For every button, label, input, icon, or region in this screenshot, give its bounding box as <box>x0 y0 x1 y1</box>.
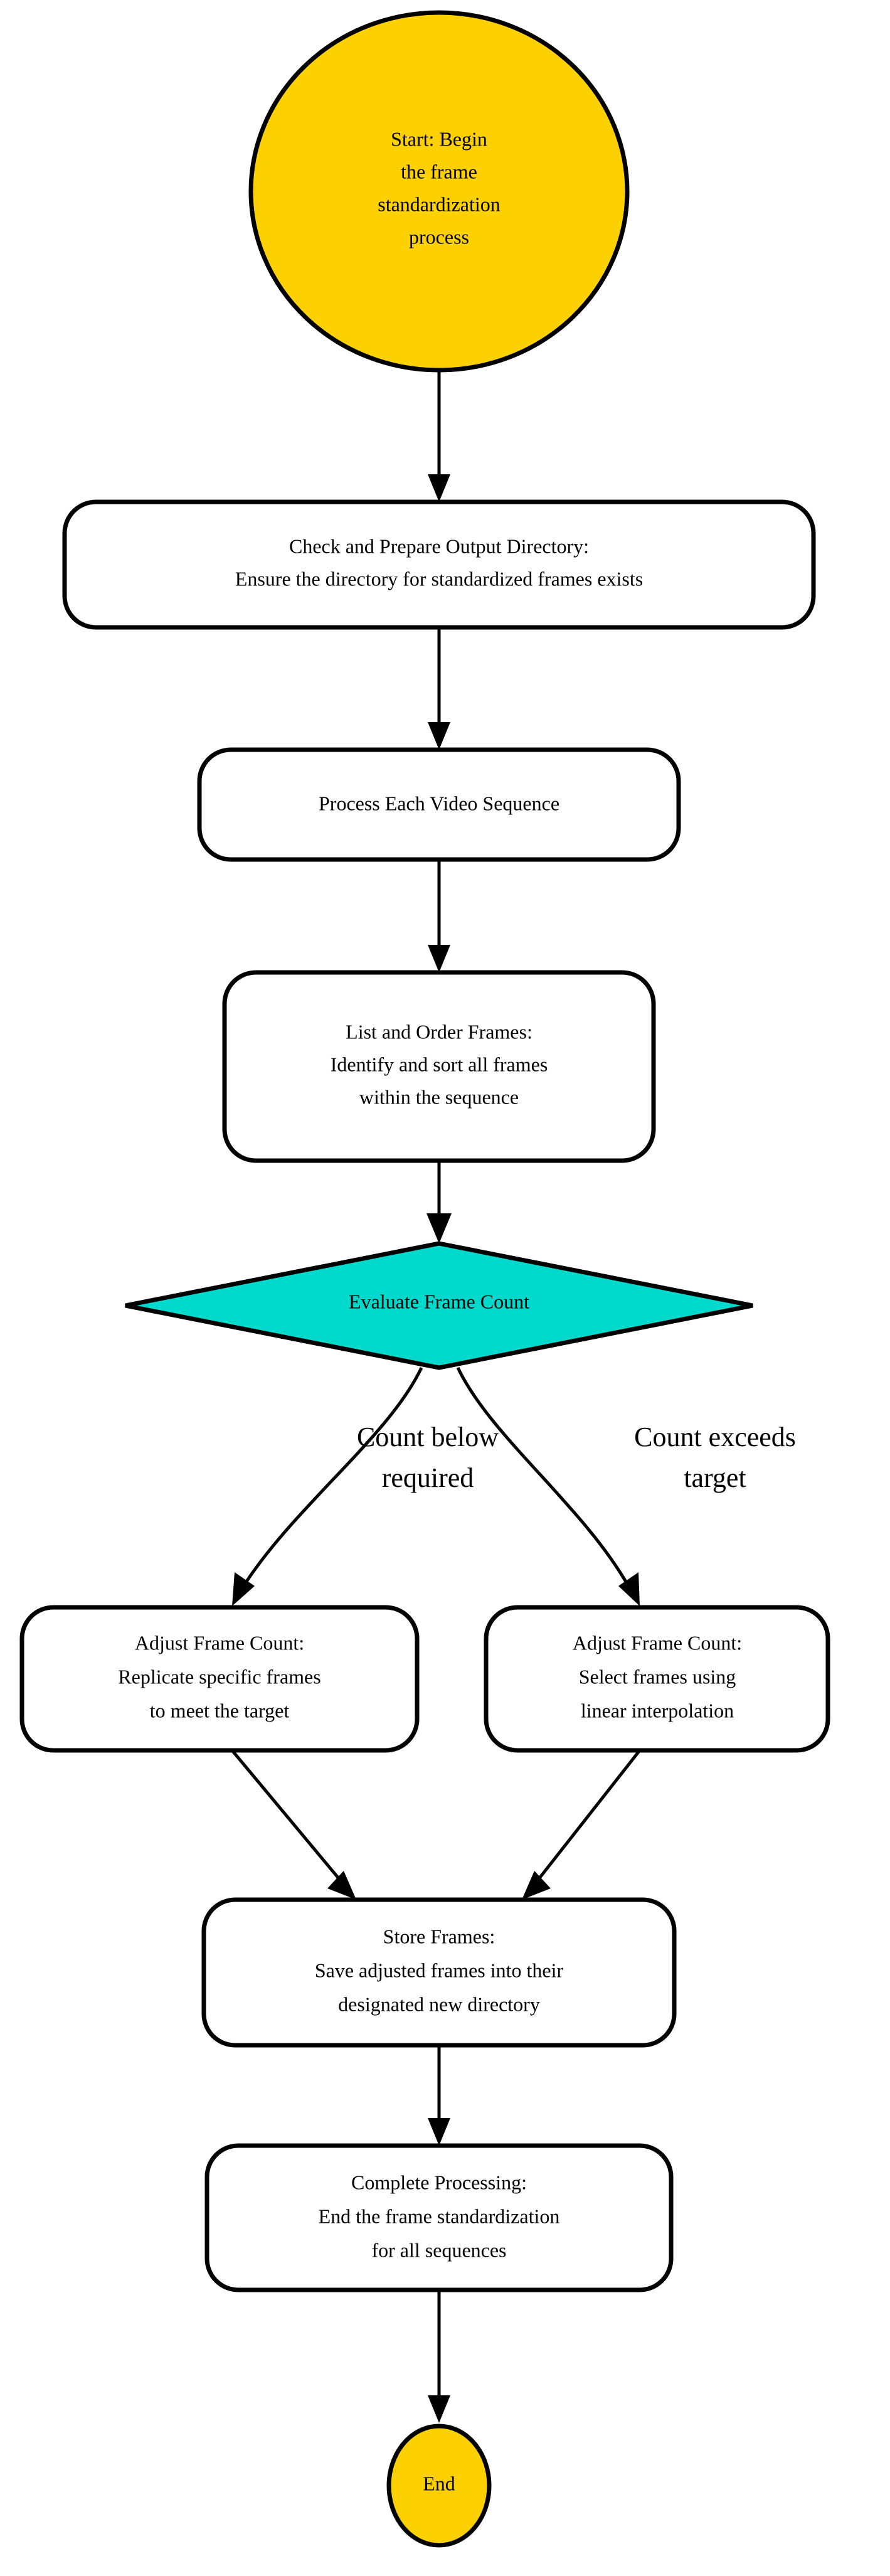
node-complete-processing[interactable]: Complete Processing: End the frame stand… <box>204 2143 674 2292</box>
edge-check-to-process <box>428 627 450 750</box>
arrowhead-icon <box>428 474 450 502</box>
check-prepare-rect[interactable] <box>62 499 816 630</box>
evaluate-frame-count-label: Evaluate Frame Count <box>349 1290 529 1312</box>
edge-process-to-list <box>428 860 450 972</box>
node-process-each-video-sequence[interactable]: Process Each Video Sequence <box>197 747 681 862</box>
evaluate-frame-count-diamond[interactable] <box>125 1241 753 1370</box>
arrowhead-icon <box>428 945 450 972</box>
check-prepare-label-line2: Ensure the directory for standardized fr… <box>235 567 643 590</box>
adjust-interpolate-label-line1: Adjust Frame Count: <box>573 1631 742 1654</box>
list-and-order-label-line1: List and Order Frames: <box>346 1020 532 1043</box>
node-list-and-order-frames[interactable]: List and Order Frames: Identify and sort… <box>222 970 656 1163</box>
node-store-frames[interactable]: Store Frames: Save adjusted frames into … <box>201 1897 677 2048</box>
start-label-line1: Start: Begin <box>391 127 487 150</box>
store-frames-label-line3: designated new directory <box>338 1993 540 2015</box>
adjust-replicate-label-line1: Adjust Frame Count: <box>135 1631 304 1654</box>
complete-processing-label-line2: End the frame standardization <box>319 2205 560 2227</box>
edge-replicate-to-store <box>231 1749 356 1900</box>
edge-line <box>535 1749 641 1883</box>
store-frames-rect[interactable] <box>201 1897 677 2048</box>
edge-label-left-line2: required <box>382 1462 474 1493</box>
check-prepare-label-line1: Check and Prepare Output Directory: <box>289 535 589 557</box>
arrowhead-icon <box>426 1213 452 1243</box>
complete-processing-label-line1: Complete Processing: <box>351 2171 527 2193</box>
edge-line <box>241 1366 423 1589</box>
node-start[interactable]: Start: Begin the frame standardization p… <box>248 10 630 373</box>
start-label-line2: the frame <box>401 160 477 183</box>
edge-line <box>456 1366 631 1589</box>
node-evaluate-frame-count[interactable]: Evaluate Frame Count <box>125 1241 753 1370</box>
edge-label-right-line2: target <box>684 1462 746 1493</box>
process-each-video-label: Process Each Video Sequence <box>319 792 559 814</box>
end-ellipse[interactable] <box>386 2424 492 2548</box>
edge-line <box>231 1749 343 1883</box>
edge-label-count-below-required: Count below required <box>357 1422 499 1493</box>
adjust-replicate-label-line3: to meet the target <box>150 1699 290 1722</box>
start-ellipse[interactable] <box>248 10 630 373</box>
edge-decision-to-replicate <box>232 1366 423 1606</box>
arrowhead-icon <box>428 722 450 750</box>
adjust-interpolate-label-line3: linear interpolation <box>581 1699 734 1722</box>
adjust-replicate-rect[interactable] <box>19 1605 420 1753</box>
edge-label-left-line1: Count below <box>357 1422 499 1452</box>
edge-list-to-decision <box>426 1161 452 1243</box>
list-and-order-rect[interactable] <box>222 970 656 1163</box>
process-each-video-rect[interactable] <box>197 747 681 862</box>
edge-label-right-line1: Count exceeds <box>634 1422 796 1452</box>
arrowhead-icon <box>618 1572 640 1606</box>
edge-start-to-check <box>428 371 450 502</box>
start-label-line3: standardization <box>378 193 500 215</box>
store-frames-label-line1: Store Frames: <box>383 1925 495 1947</box>
adjust-interpolate-rect[interactable] <box>484 1605 830 1753</box>
node-check-prepare-output-directory[interactable]: Check and Prepare Output Directory: Ensu… <box>62 499 816 630</box>
node-adjust-frame-count-interpolate[interactable]: Adjust Frame Count: Select frames using … <box>484 1605 830 1753</box>
edge-store-to-complete <box>428 2045 450 2146</box>
edge-label-count-exceeds-target: Count exceeds target <box>634 1422 796 1493</box>
arrowhead-icon <box>428 2118 450 2146</box>
end-label: End <box>423 2472 455 2494</box>
arrowhead-icon <box>522 1871 551 1900</box>
adjust-interpolate-label-line2: Select frames using <box>579 1665 736 1688</box>
arrowhead-icon <box>428 2395 450 2423</box>
list-and-order-label-line2: Identify and sort all frames <box>331 1053 548 1075</box>
complete-processing-rect[interactable] <box>204 2143 674 2292</box>
adjust-replicate-label-line2: Replicate specific frames <box>118 1665 321 1688</box>
complete-processing-label-line3: for all sequences <box>371 2238 506 2261</box>
list-and-order-label-line3: within the sequence <box>359 1085 519 1108</box>
edge-decision-to-interpolate <box>456 1366 640 1606</box>
arrowhead-icon <box>327 1871 356 1900</box>
node-adjust-frame-count-replicate[interactable]: Adjust Frame Count: Replicate specific f… <box>19 1605 420 1753</box>
edge-complete-to-end <box>428 2290 450 2423</box>
edge-interpolate-to-store <box>522 1749 641 1900</box>
node-end[interactable]: End <box>386 2424 492 2548</box>
arrowhead-icon <box>232 1572 255 1606</box>
start-label-line4: process <box>409 225 469 248</box>
store-frames-label-line2: Save adjusted frames into their <box>315 1959 564 1981</box>
